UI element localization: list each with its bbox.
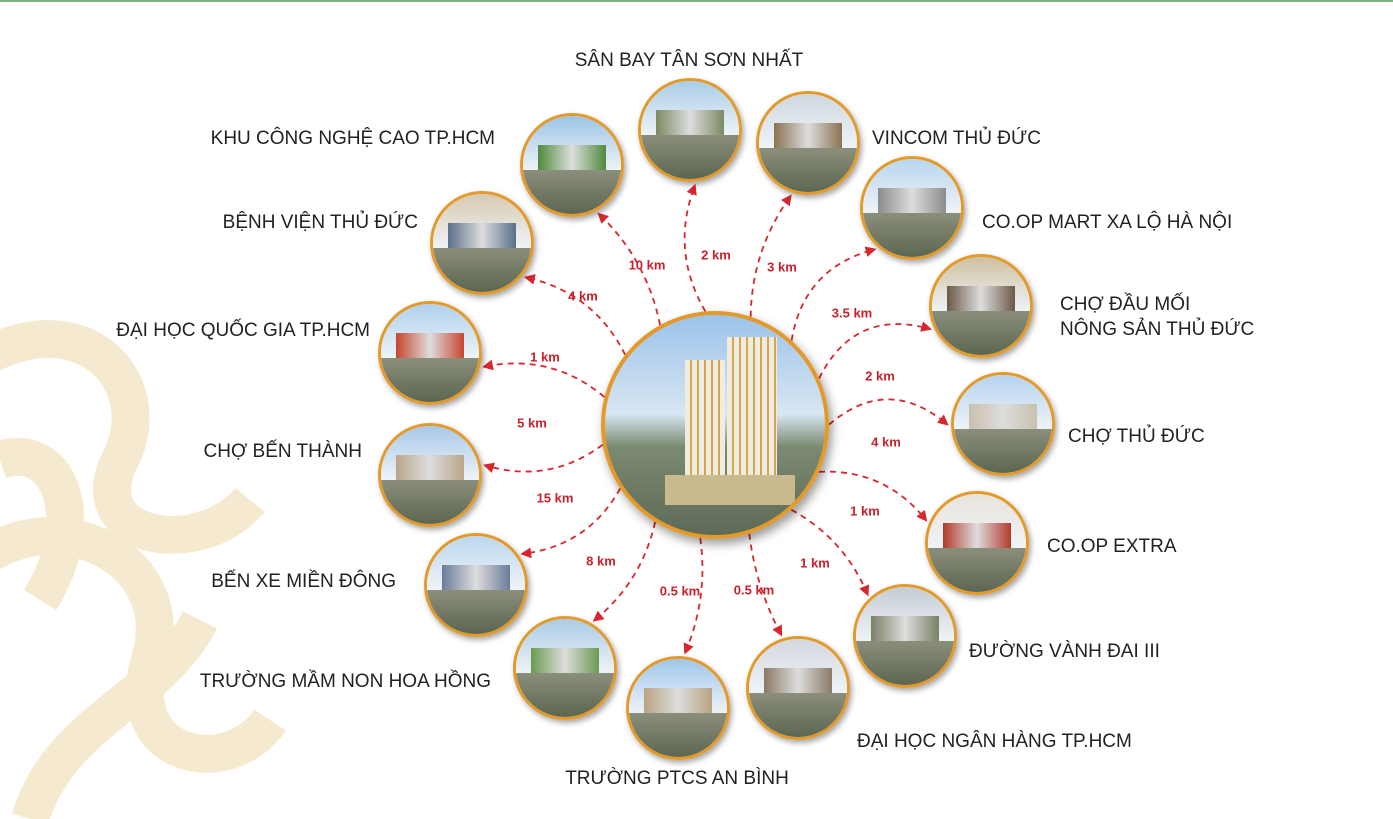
photo-cho-ben-thanh — [378, 423, 482, 527]
label-ben-xe: BẾN XE MIỀN ĐÔNG — [211, 571, 396, 592]
label-vanh-dai: ĐƯỜNG VÀNH ĐAI III — [969, 641, 1160, 662]
label-san-bay: SÂN BAY TÂN SƠN NHẤT — [574, 50, 804, 71]
photo-dh-ngan-hang — [746, 636, 850, 740]
distance-ben-xe: 8 km — [586, 553, 616, 569]
distance-dh-quoc-gia: 5 km — [517, 415, 547, 431]
distance-ptcs: 0.5 km — [733, 582, 775, 598]
arrow-ptcs — [683, 537, 704, 655]
arrow-vincom — [749, 194, 792, 317]
arrow-coop-mart — [790, 246, 877, 341]
photo-coop-mart — [860, 156, 964, 260]
label-cho-dau-moi: CHỢ ĐẦU MỐI NÔNG SẢN THỦ ĐỨC — [1060, 292, 1254, 342]
arrow-dh-quoc-gia — [482, 359, 606, 398]
label-ptcs: TRƯỜNG PTCS AN BÌNH — [565, 768, 789, 789]
label-vincom: VINCOM THỦ ĐỨC — [872, 128, 1041, 149]
photo-benh-vien — [430, 191, 534, 295]
distance-cho-thu-duc: 2 km — [865, 368, 895, 384]
photo-ben-xe — [424, 533, 528, 637]
label-cho-thu-duc: CHỢ THỦ ĐỨC — [1068, 426, 1205, 447]
label-coop-mart: CO.OP MART XA LỘ HÀ NỘI — [982, 212, 1233, 233]
tower-right — [727, 337, 777, 480]
arrow-vanh-dai — [790, 508, 870, 597]
top-border — [0, 0, 1393, 2]
photo-vincom — [756, 91, 860, 195]
project-tower-photo — [601, 311, 829, 539]
photo-ptcs — [626, 656, 730, 760]
distance-cho-ben-thanh: 15 km — [536, 490, 574, 506]
label-mam-non: TRƯỜNG MẦM NON HOA HỒNG — [199, 671, 491, 692]
tower-left — [685, 360, 725, 480]
arrow-khu-cnc — [597, 212, 661, 326]
photo-mam-non — [513, 616, 617, 720]
photo-cho-thu-duc — [951, 372, 1055, 476]
distance-mam-non: 0.5 km — [659, 583, 701, 599]
arrow-coop-extra — [818, 470, 928, 522]
distance-cho-dau-moi: 3.5 km — [831, 305, 873, 321]
label-dh-ngan-hang: ĐẠI HỌC NGÂN HÀNG TP.HCM — [857, 731, 1132, 752]
arrow-cho-dau-moi — [818, 321, 932, 379]
label-line: NÔNG SẢN THỦ ĐỨC — [1060, 319, 1255, 340]
label-coop-extra: CO.OP EXTRA — [1047, 536, 1177, 557]
distance-khu-cnc: 4 km — [568, 288, 598, 304]
arrow-cho-ben-thanh — [483, 443, 604, 473]
distance-coop-mart: 3 km — [767, 259, 797, 275]
photo-vanh-dai — [853, 584, 957, 688]
label-line: CHỢ ĐẦU MỐI — [1060, 294, 1191, 315]
arrow-ben-xe — [520, 487, 622, 559]
photo-khu-cnc — [520, 113, 624, 217]
photo-coop-extra — [925, 491, 1029, 595]
distance-dh-ngan-hang: 1 km — [800, 555, 830, 571]
arrow-cho-thu-duc — [828, 398, 949, 426]
photo-cho-dau-moi — [929, 254, 1033, 358]
photo-dh-quoc-gia — [378, 301, 482, 405]
podium — [665, 475, 795, 505]
label-benh-vien: BỆNH VIỆN THỦ ĐỨC — [222, 212, 418, 233]
distance-vanh-dai: 1 km — [850, 503, 880, 519]
arrow-mam-non — [592, 521, 656, 622]
distance-vincom: 2 km — [701, 247, 731, 263]
distance-benh-vien: 1 km — [530, 349, 560, 365]
label-cho-ben-thanh: CHỢ BẾN THÀNH — [203, 441, 362, 462]
distance-coop-extra: 4 km — [871, 434, 901, 450]
arrow-san-bay — [683, 183, 707, 312]
label-dh-quoc-gia: ĐẠI HỌC QUỐC GIA TP.HCM — [116, 320, 370, 341]
photo-san-bay — [638, 78, 742, 182]
label-khu-cnc: KHU CÔNG NGHỆ CAO TP.HCM — [210, 128, 495, 149]
arrow-dh-ngan-hang — [748, 533, 783, 637]
arrow-benh-vien — [524, 274, 626, 356]
distance-san-bay: 10 km — [628, 257, 666, 273]
